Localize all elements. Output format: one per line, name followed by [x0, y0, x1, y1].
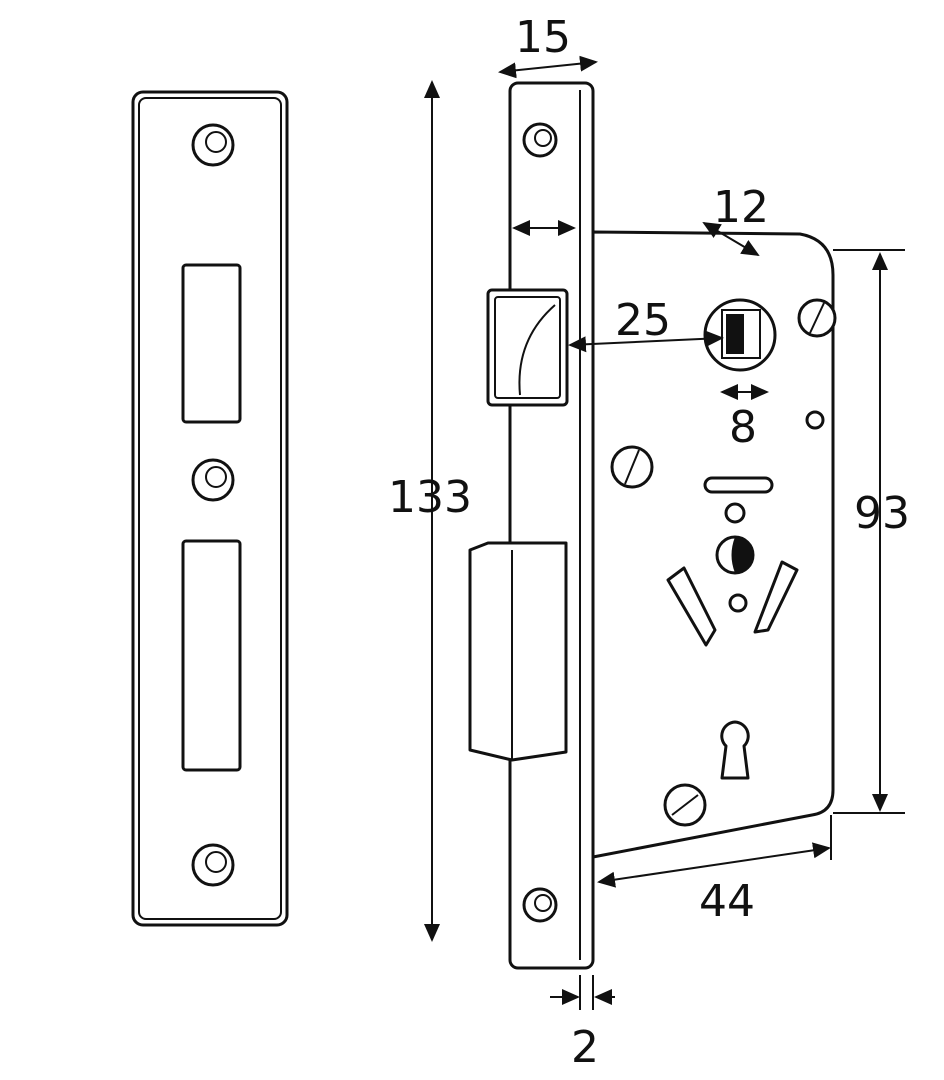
screw-hole-icon	[522, 122, 558, 158]
lever-left	[666, 566, 717, 647]
screw-hole-icon	[191, 458, 235, 502]
label-body-height: 93	[854, 488, 910, 539]
label-total-height: 133	[388, 472, 472, 523]
screw-icon	[663, 783, 707, 827]
label-body-offset: 12	[713, 182, 769, 233]
strike-plate	[131, 90, 289, 927]
bolt-slot	[181, 539, 242, 772]
latch-slot	[181, 263, 242, 424]
label-faceplate-thickness: 2	[571, 1022, 599, 1073]
screw-icon	[610, 445, 654, 489]
screw-icon	[797, 298, 837, 338]
deadbolt	[468, 541, 568, 762]
screw-hole-icon	[522, 887, 558, 923]
label-backset: 25	[615, 295, 671, 346]
spindle-hub	[703, 298, 777, 372]
label-spindle-square: 8	[729, 402, 757, 453]
label-faceplate-width: 15	[515, 12, 571, 63]
label-body-depth: 44	[699, 876, 755, 927]
latch-bolt	[486, 288, 569, 407]
dimension-lines	[424, 55, 905, 1010]
screw-hole-icon	[191, 843, 235, 887]
lever-right	[753, 560, 799, 634]
screw-hole-icon	[191, 123, 235, 167]
faceplate	[468, 81, 595, 970]
cam-icon	[715, 535, 755, 575]
lock-body	[591, 230, 837, 859]
keyhole-icon	[720, 720, 750, 780]
